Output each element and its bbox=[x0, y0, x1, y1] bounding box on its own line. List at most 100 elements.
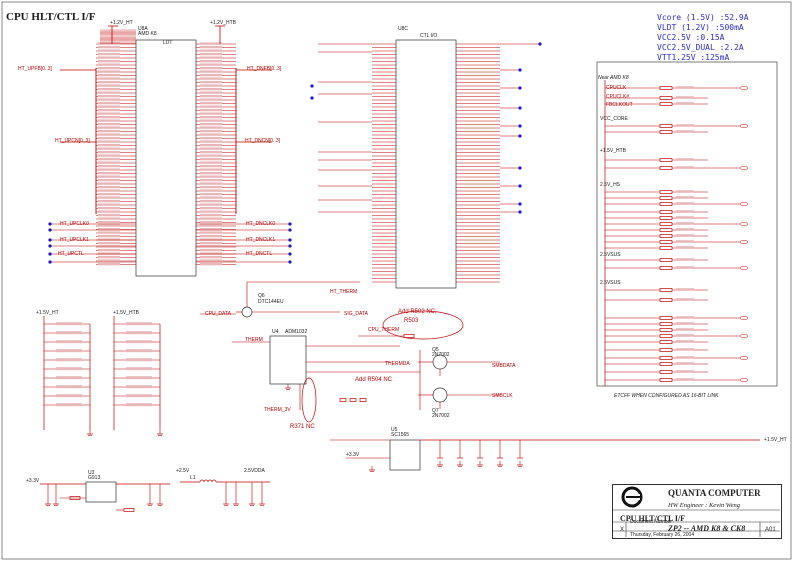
resistor bbox=[659, 228, 673, 232]
resistor bbox=[659, 158, 673, 162]
net-25vsus-1: 2.5VSUS bbox=[600, 252, 621, 258]
sheet-title: CPU HLT/CTL I/F bbox=[6, 11, 96, 23]
clk-dot-right bbox=[288, 228, 292, 232]
pin-label-fill-right bbox=[200, 73, 222, 77]
pin-label-fill-right bbox=[200, 210, 222, 213]
power-rail-vldt: VLDT (1.2V) :500mA bbox=[657, 23, 744, 32]
net-row-label bbox=[676, 266, 694, 269]
mosfet-body bbox=[432, 387, 448, 403]
net-vcc-core: VCC_CORE bbox=[600, 116, 628, 122]
cap-label bbox=[126, 385, 152, 389]
clk-dot-right bbox=[288, 260, 292, 264]
pin-label-fill-right bbox=[200, 203, 222, 206]
resistor bbox=[659, 222, 673, 226]
resistor bbox=[659, 234, 673, 238]
resistor bbox=[659, 202, 673, 206]
pin-label-fill-right bbox=[200, 248, 222, 252]
cap-label bbox=[126, 340, 152, 344]
pin-label-fill-right bbox=[200, 115, 222, 119]
net-row-port bbox=[739, 334, 749, 338]
pin-label-fill-right bbox=[200, 217, 222, 220]
note-near-amd: Near AMD K8 bbox=[598, 75, 629, 81]
net-ht-upclk1: HT_UPCLK1 bbox=[60, 237, 89, 243]
cap-label bbox=[126, 367, 152, 371]
u5-ref: U5 bbox=[391, 427, 398, 433]
net-therm-3v: THERM_3V bbox=[264, 407, 291, 413]
u8c-dot bbox=[518, 210, 522, 214]
net-row-label bbox=[676, 124, 694, 127]
pin-label-fill-left bbox=[98, 164, 120, 168]
clk-dot-left bbox=[48, 260, 52, 264]
resistor bbox=[659, 102, 673, 106]
clk-dot-right bbox=[288, 222, 292, 226]
pin-label-fill-left bbox=[98, 161, 120, 164]
pin-label-fill-right bbox=[200, 129, 222, 133]
pin-label-fill-left bbox=[98, 115, 120, 119]
pin-label-fill-left bbox=[98, 49, 120, 52]
u8a-part: AMD K8 bbox=[138, 31, 157, 37]
u8c-dot bbox=[518, 124, 522, 128]
resistor bbox=[659, 96, 673, 100]
power-rail-vcc25-dual: VCC2.5V_DUAL :2.2A bbox=[657, 43, 744, 52]
pin-label-fill-right bbox=[200, 147, 222, 150]
note-r503: R503 bbox=[404, 318, 419, 324]
pin-label-fill-left bbox=[98, 234, 120, 238]
cap-label bbox=[56, 367, 82, 371]
pin-label-fill-right bbox=[200, 126, 222, 129]
l1-coil bbox=[203, 479, 209, 483]
pin-label-fill-left bbox=[98, 182, 120, 185]
pin-label-fill-right bbox=[200, 227, 222, 231]
net-therm: THERM bbox=[245, 337, 263, 343]
pin-label-fill-left bbox=[98, 98, 120, 101]
cap-label bbox=[56, 358, 82, 362]
net-row-label bbox=[676, 298, 694, 301]
u4-part: ADM1032 bbox=[285, 329, 308, 335]
u8c-dot bbox=[518, 166, 522, 170]
l1-ref: L1 bbox=[190, 475, 196, 481]
pin-label-fill-right bbox=[200, 143, 222, 147]
resistor bbox=[659, 216, 673, 220]
pin-label-fill-right bbox=[200, 259, 222, 262]
title-block-size: X bbox=[620, 527, 625, 533]
note-add-r504: Add R504 NC bbox=[355, 377, 393, 383]
pin-label-fill-right bbox=[200, 77, 222, 80]
net-v15-ht-left: +1.5V_HT bbox=[36, 310, 59, 316]
pin-label-fill-left bbox=[98, 52, 120, 56]
pin-label-fill-left bbox=[98, 255, 120, 259]
pin-label-fill-right bbox=[200, 241, 222, 245]
pin-label-fill-left bbox=[98, 63, 120, 66]
net-v25: +2.5V bbox=[176, 468, 190, 474]
pin-label-fill-left bbox=[98, 178, 120, 182]
net-ht-dncn: HT_DNCN[0..3] bbox=[245, 138, 281, 144]
net-row-label bbox=[676, 130, 694, 133]
pin-label-fill-right bbox=[200, 164, 222, 168]
resistor bbox=[659, 266, 673, 270]
resistor bbox=[659, 340, 673, 344]
cap-label bbox=[126, 322, 152, 326]
pin-label-fill-left bbox=[98, 196, 120, 199]
net-cpu-therm: CPU_THERM bbox=[368, 327, 400, 333]
pin-label-fill-left bbox=[98, 77, 120, 80]
net-row-label bbox=[676, 348, 694, 351]
pin-label-fill-right bbox=[200, 63, 222, 66]
net-cpuclk: CPUCLK bbox=[606, 85, 627, 91]
resistor bbox=[659, 196, 673, 200]
cap-label bbox=[56, 385, 82, 389]
pin-label-fill-left bbox=[98, 262, 120, 266]
pin-label-fill-right bbox=[200, 206, 222, 210]
net-thermda: THERMDA bbox=[385, 361, 410, 367]
net-row-label bbox=[676, 334, 694, 337]
u8c-body bbox=[395, 39, 457, 289]
pin-label-fill-right bbox=[200, 91, 222, 94]
resistor bbox=[659, 356, 673, 360]
clk-dot-left bbox=[48, 228, 52, 232]
pin-label-fill-left bbox=[98, 189, 120, 192]
cap-label bbox=[126, 331, 152, 335]
pin-label-fill-right bbox=[200, 45, 222, 49]
power-rail-vcore: Vcore (1.5V) :52.9A bbox=[657, 13, 749, 22]
cap-label bbox=[126, 358, 152, 362]
u8c-dot bbox=[518, 86, 522, 90]
q6-part: DTC144EU bbox=[258, 299, 284, 305]
